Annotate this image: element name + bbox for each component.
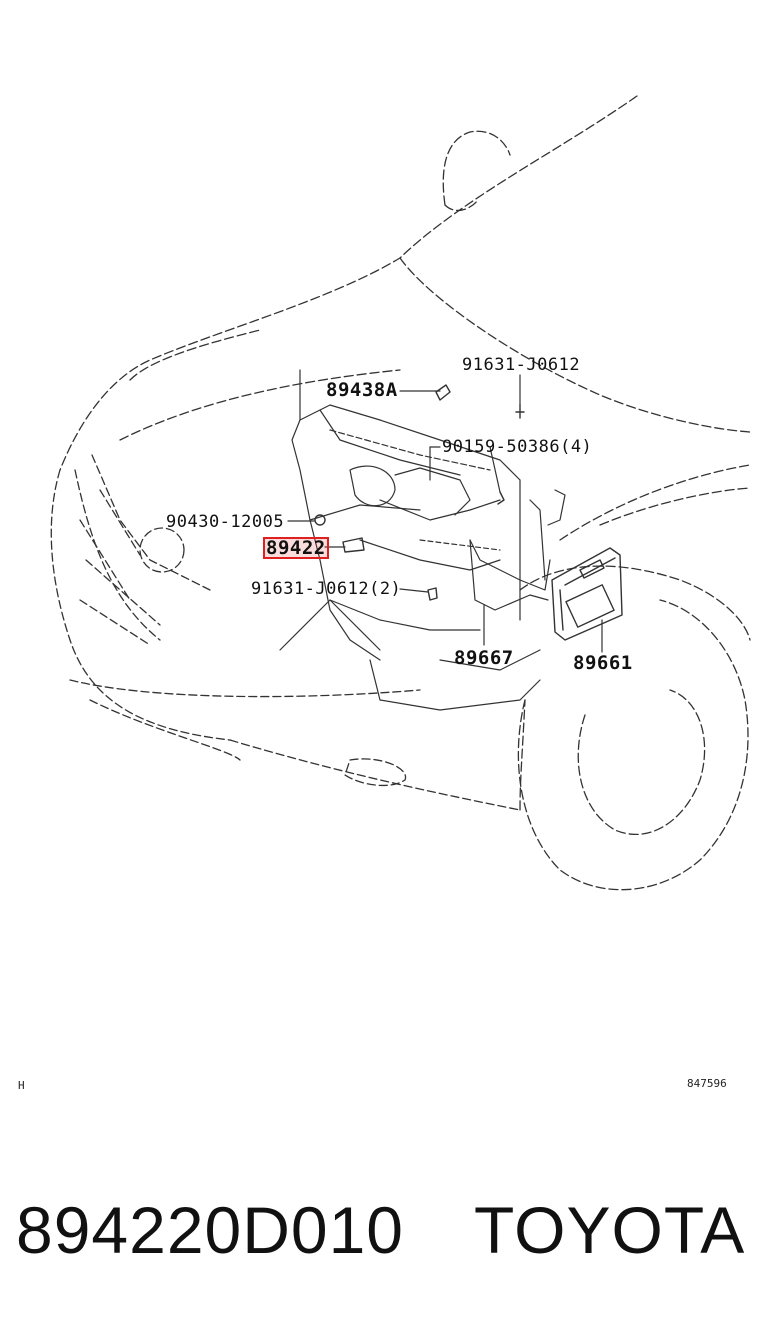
label-89422-highlighted[interactable]: 89422 xyxy=(263,537,329,559)
diagram-reference-number: 847596 xyxy=(687,1077,727,1090)
footer-brand: TOYOTA xyxy=(474,1193,746,1267)
label-89667[interactable]: 89667 xyxy=(454,647,514,669)
footer-part-number: 894220D010 xyxy=(16,1193,405,1267)
corner-code-left: H xyxy=(18,1079,25,1092)
label-90159-50386[interactable]: 90159-50386(4) xyxy=(442,437,593,457)
ecu-module xyxy=(551,547,623,641)
engine-bay-illustration xyxy=(50,95,751,891)
engine-block xyxy=(279,369,566,711)
label-90430-12005[interactable]: 90430-12005 xyxy=(166,512,285,532)
label-91631-j0612-2[interactable]: 91631-J0612(2) xyxy=(251,579,402,599)
bumper-grille xyxy=(50,454,521,811)
fender-wheel xyxy=(517,464,751,891)
hood-outline xyxy=(59,95,751,471)
leader-lines xyxy=(287,374,603,653)
small-parts xyxy=(314,384,525,601)
label-89438a[interactable]: 89438A xyxy=(326,379,398,401)
label-89661[interactable]: 89661 xyxy=(573,652,633,674)
label-91631-j0612-top[interactable]: 91631-J0612 xyxy=(462,355,581,375)
